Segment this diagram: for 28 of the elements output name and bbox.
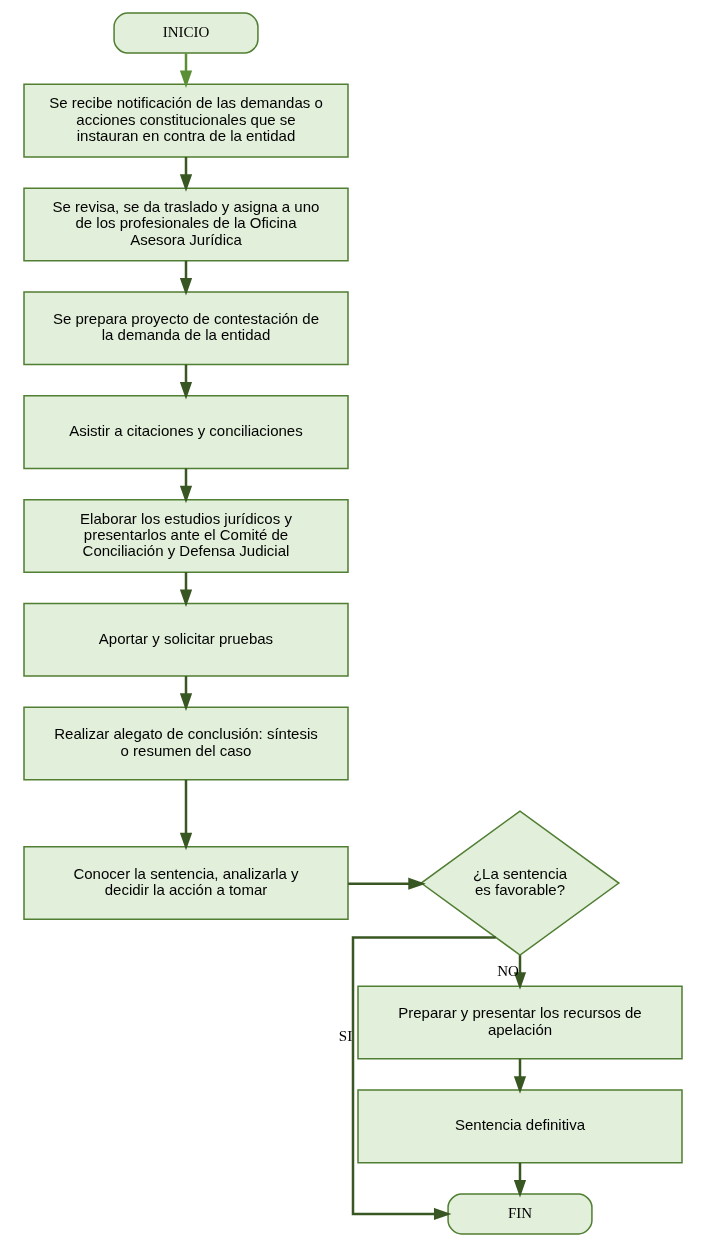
arrow (179, 779, 193, 851)
edge-label: NO (497, 963, 519, 980)
arrow (179, 364, 193, 400)
node-box: Sentencia definitiva (357, 1089, 683, 1164)
node-diamond: ¿La sentencia es favorable? (419, 810, 621, 956)
arrow (179, 676, 193, 711)
arrow (513, 1058, 527, 1094)
node-box: Asistir a citaciones y conciliaciones (23, 395, 349, 470)
node-box: Se revisa, se da traslado y asigna a uno de los profesionales de la Oficina Asesora Jurídica (23, 187, 349, 262)
node-box: Preparar y presentar los recursos de apelación (357, 985, 683, 1060)
arrow (351, 936, 496, 1221)
node-box: Se prepara proyecto de contestación de la demanda de la entidad (23, 291, 349, 366)
arrow (179, 53, 193, 89)
arrow (179, 260, 193, 296)
arrow (179, 572, 193, 608)
arrow (513, 955, 527, 990)
node-box: Realizar alegato de conclusión: síntesis o resumen del caso (23, 706, 349, 781)
node-box: FIN (447, 1193, 593, 1235)
arrow (179, 156, 193, 192)
edge-label: SI (338, 1028, 353, 1045)
node-box: INICIO (113, 12, 259, 54)
node-box: Conocer la sentencia, analizarla y decidir la acción a tomar (23, 846, 349, 921)
arrow (513, 1163, 527, 1198)
node-box: Aportar y solicitar pruebas (23, 602, 349, 677)
node-box: Se recibe notificación de las demandas o acciones constitucionales que se instauran en contra de la entidad (23, 83, 349, 158)
arrow (179, 468, 193, 504)
node-box: Elaborar los estudios jurídicos y presentarlos ante el Comité de Conciliación y Defensa Judicial (23, 498, 349, 573)
arrow (348, 877, 426, 890)
